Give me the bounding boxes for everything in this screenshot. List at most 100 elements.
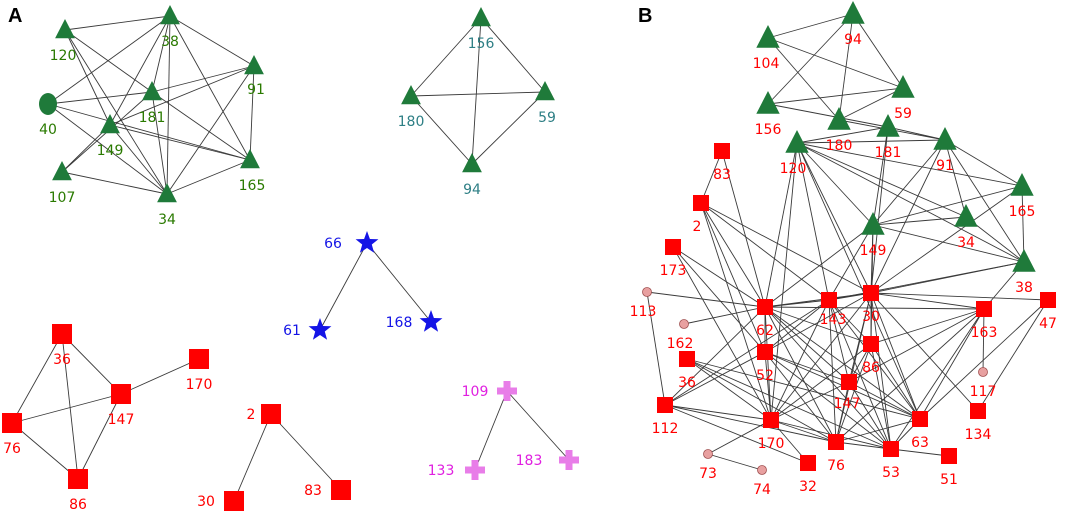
edge-b-173-b-52 (672, 246, 766, 353)
node-label: 109 (462, 384, 489, 400)
edge-b-165-b-149 (872, 185, 1023, 226)
node-a-83: 83 (304, 480, 351, 500)
node-label: 86 (69, 497, 87, 513)
edge-b-62-b-170 (764, 306, 772, 421)
edge-b-163-b-62 (764, 306, 985, 310)
square-marker (941, 448, 957, 464)
edge-a-147-a-86 (77, 393, 122, 480)
edge-b-86-b-76 (835, 343, 872, 443)
node-a-147: 147 (108, 384, 134, 428)
node-label: 2 (247, 407, 256, 423)
node-label: 104 (753, 56, 780, 72)
square-marker (261, 404, 281, 424)
edge-a-40-a-181 (47, 91, 153, 105)
node-b-36: 36 (678, 351, 696, 391)
edge-a-36-a-86 (61, 333, 79, 480)
edge-b-113-b-112 (646, 291, 666, 406)
edge-b-91-b-149 (872, 139, 946, 226)
node-label: 30 (862, 309, 880, 325)
square-marker (757, 344, 773, 360)
edge-a-76-a-86 (11, 422, 79, 480)
triangle-marker (160, 5, 180, 25)
edge-b-76-b-63 (835, 418, 921, 443)
square-marker (665, 239, 681, 255)
node-label: 83 (304, 483, 322, 499)
node-a-2: 2 (247, 404, 281, 424)
edge-b-143-b-63 (828, 299, 921, 420)
node-b-156: 156 (755, 91, 781, 138)
triangle-marker (785, 130, 809, 153)
edge-a-156-a-59 (480, 17, 546, 93)
node-a-66: 66 (324, 231, 379, 253)
node-a-170: 170 (186, 349, 212, 393)
square-marker (821, 292, 837, 308)
node-label: 165 (239, 178, 266, 194)
node-b-170: 170 (758, 412, 785, 452)
node-b-117: 117 (970, 367, 996, 400)
edge-a-40-a-165 (47, 103, 251, 161)
node-label: 149 (860, 243, 887, 259)
node-label: 168 (386, 315, 413, 331)
square-marker (2, 413, 22, 433)
star-marker (419, 310, 443, 332)
node-a-183: 183 (516, 450, 579, 470)
edge-b-165-b-30 (870, 185, 1023, 294)
edge-a-38-a-40 (47, 15, 171, 105)
node-a-156: 156 (468, 7, 494, 52)
node-a-133: 133 (428, 460, 485, 480)
edge-b-76-b-53 (835, 441, 892, 450)
triangle-marker (1010, 173, 1034, 196)
edge-b-91-b-38 (944, 139, 1025, 263)
edge-b-52-b-112 (664, 351, 766, 406)
node-label: 133 (428, 463, 455, 479)
edge-b-113-b-62 (646, 291, 766, 308)
edge-a-38-a-91 (169, 15, 255, 67)
node-label: 2 (693, 219, 702, 235)
edge-b-47-b-134 (977, 299, 1049, 412)
node-a-91: 91 (244, 55, 265, 98)
edge-a-107-a-34 (61, 171, 168, 195)
node-label: 61 (283, 323, 301, 339)
node-b-32: 32 (799, 455, 817, 495)
edge-b-104-b-59 (767, 37, 904, 89)
node-label: 143 (820, 312, 847, 328)
node-b-73: 73 (699, 449, 717, 482)
triangle-marker (535, 81, 555, 101)
edge-b-2-b-62 (700, 202, 766, 308)
edge-a-38-a-181 (151, 15, 171, 93)
square-marker (714, 143, 730, 159)
node-a-107: 107 (49, 161, 75, 206)
square-marker (693, 195, 709, 211)
edge-a-149-a-165 (109, 124, 251, 161)
edge-b-112-b-143 (664, 299, 830, 406)
edge-a-181-a-165 (151, 91, 251, 161)
cross-marker (497, 381, 517, 401)
circle-marker (39, 93, 57, 115)
node-a-76: 76 (2, 413, 22, 457)
edge-b-173-b-62 (672, 246, 766, 308)
edge-a-36-a-76 (11, 333, 63, 424)
edge-b-181-b-30 (870, 126, 889, 294)
node-b-63: 63 (911, 411, 929, 451)
panel-label-b: B (638, 5, 652, 27)
node-label: 59 (894, 106, 912, 122)
edge-b-112-b-32 (664, 404, 809, 464)
node-label: 59 (538, 110, 556, 126)
edge-b-163-b-76 (835, 308, 985, 443)
edge-b-173-b-170 (672, 246, 772, 421)
edge-b-62-b-30 (764, 292, 872, 308)
edge-a-147-a-170 (120, 358, 200, 395)
node-b-47: 47 (1039, 292, 1057, 332)
edge-a-34-a-165 (166, 159, 251, 195)
triangle-marker (55, 19, 75, 39)
node-label: 86 (862, 360, 880, 376)
node-label: 170 (758, 436, 785, 452)
edge-a-109-a-133 (474, 390, 508, 471)
node-b-86: 86 (862, 336, 880, 376)
edge-b-149-b-38 (872, 224, 1025, 263)
node-label: 51 (940, 472, 958, 488)
edge-b-36-b-170 (686, 358, 772, 421)
node-a-94: 94 (462, 153, 482, 198)
edge-b-83-b-2 (700, 150, 723, 204)
node-b-181: 181 (875, 114, 901, 161)
